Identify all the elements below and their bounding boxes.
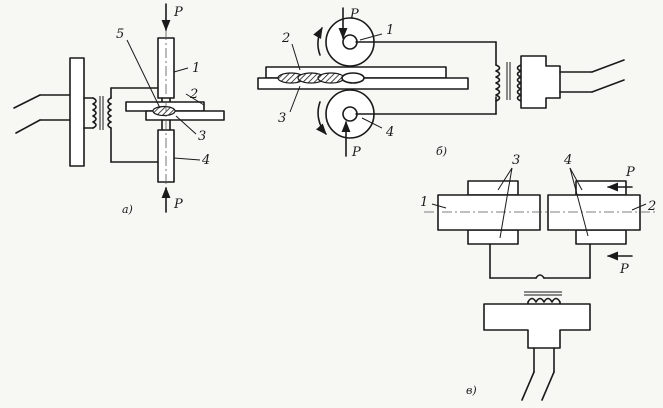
label-2: 2: [189, 87, 198, 102]
force-label-right-top: P: [625, 165, 635, 180]
left-workpiece: [437, 194, 541, 231]
mains-switch-c: [521, 347, 555, 401]
label-1: 1: [192, 61, 200, 76]
right-workpiece: [547, 194, 641, 231]
label-c-2: 2: [647, 199, 656, 214]
label-c-3: 3: [512, 153, 520, 168]
weld-nugget: [152, 105, 176, 117]
left-clamp-top: [467, 180, 519, 196]
caption-b: б): [436, 145, 447, 158]
butt-welding-scheme: P P 1 3 4 2 в: [420, 153, 656, 401]
transformer-b: [495, 55, 561, 109]
label-c-1: 1: [420, 195, 428, 210]
transformer: [69, 57, 112, 167]
mains-switch-b: [559, 59, 625, 93]
label-b-2: 2: [281, 31, 290, 46]
right-clamp-top: [575, 180, 627, 196]
label-b-1: 1: [386, 23, 394, 38]
spot-welding-scheme: P P 1 2 3 4 5 а): [13, 3, 225, 216]
left-clamp-bottom: [467, 229, 519, 245]
force-label-right-bottom: P: [619, 262, 629, 277]
label-4: 4: [201, 153, 210, 168]
force-label-upper-roller: P: [349, 7, 359, 22]
label-b-4: 4: [385, 125, 394, 140]
caption-c: в): [466, 384, 477, 397]
workpiece-lower: [145, 110, 225, 121]
seam-welding-scheme: P P: [257, 7, 625, 160]
label-5: 5: [116, 27, 124, 42]
right-clamp-bottom: [575, 229, 627, 245]
weld-seam: [277, 72, 365, 84]
label-c-4: 4: [563, 153, 572, 168]
transformer-c: [483, 291, 591, 349]
label-3: 3: [198, 129, 206, 144]
caption-a: а): [122, 203, 133, 216]
force-label-bottom: P: [173, 197, 183, 212]
force-label-lower-roller: P: [351, 145, 361, 160]
mains-switch: [13, 94, 71, 134]
force-label-top: P: [173, 5, 183, 20]
label-b-3: 3: [278, 111, 286, 126]
